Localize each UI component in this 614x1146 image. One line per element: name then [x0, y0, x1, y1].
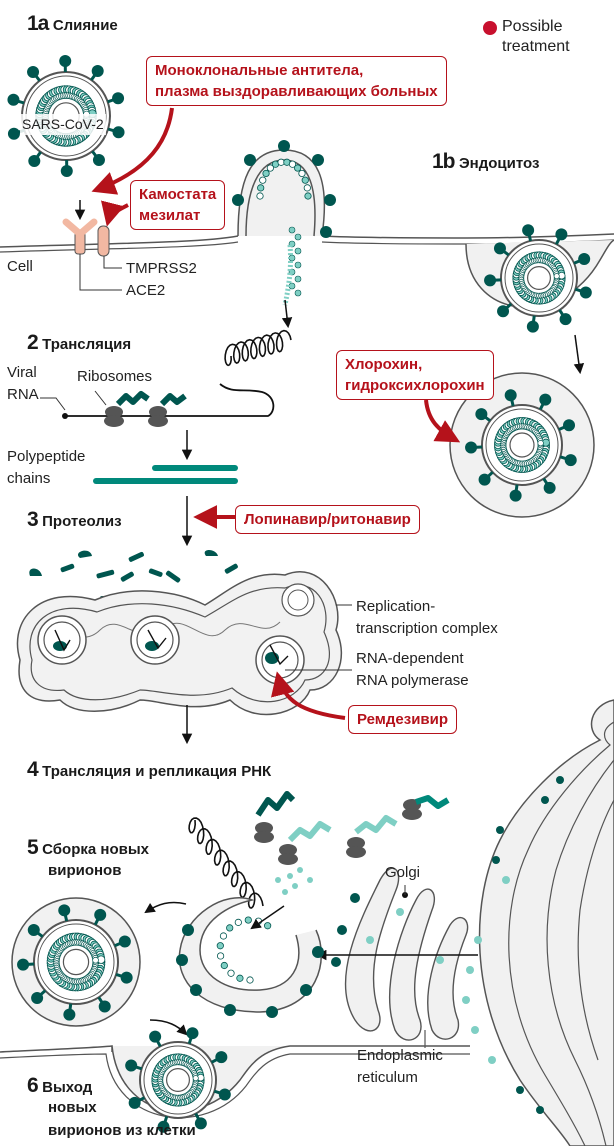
genome-rna-coil: [188, 817, 264, 909]
ace2-leader: [79, 254, 122, 291]
step-1b-heading: 1b Эндоцитоз: [432, 150, 539, 174]
step-5-heading: 5 Сборка новых: [27, 836, 149, 860]
endosome-virion: [465, 389, 577, 502]
nascent-peptide: [159, 393, 187, 407]
arrow-endo: [573, 334, 585, 375]
step-1b-number: 1b: [432, 150, 455, 173]
rtc-label-1: Replication-: [356, 598, 436, 615]
golgi-vesicles: [331, 893, 444, 967]
cell-membrane: [0, 233, 614, 248]
viral-rna-strand: [65, 383, 275, 417]
ribosomes-label: Ribosomes: [77, 368, 153, 385]
viral-rna-leader: [40, 397, 66, 411]
dmv: [130, 615, 180, 665]
step-5-title-line1: Сборка новых: [42, 841, 149, 858]
arrow-antibodies: [74, 107, 174, 227]
nascent-peptide: [115, 391, 150, 407]
step-6-heading: 6 Выход: [27, 1074, 92, 1098]
step-3-heading: 3 Протеолиз: [27, 508, 122, 532]
treatment-camostat-line1: Камостата: [139, 186, 217, 203]
tmprss2-label: TMPRSS2: [126, 260, 197, 277]
treatment-antibodies-line1: Моноклональные антитела,: [155, 62, 364, 79]
step-5-number: 5: [27, 836, 39, 859]
golgi-label: Golgi: [385, 864, 421, 881]
cell-label: Cell: [7, 258, 33, 275]
step-5-title-line2: вирионов: [48, 862, 122, 879]
step-2-number: 2: [27, 331, 39, 354]
golgi-stack: [389, 888, 435, 1041]
arrow-rna-to-assembly: [250, 905, 285, 930]
polypeptide-chains: [93, 465, 238, 484]
replication-complex-inner: [29, 584, 330, 703]
plasma-membrane-bottom: [0, 1045, 113, 1053]
polypeptide-label-1: Polypeptide: [7, 448, 86, 465]
treatment-legend-dot: [483, 21, 497, 35]
treatment-antibodies: Моноклональные антитела, плазма выздорав…: [146, 56, 447, 106]
er-label-1: Endoplasmic: [357, 1047, 443, 1064]
step-3-title: Протеолиз: [42, 513, 122, 530]
structural-proteins: [254, 791, 450, 865]
treatment-camostat-line2: мезилат: [139, 207, 201, 224]
new-virion: [17, 904, 133, 1021]
rdrp-label-2: RNA polymerase: [356, 672, 469, 689]
er-label-2: reticulum: [357, 1069, 418, 1086]
nucleocapsid-dots: [275, 867, 313, 895]
rtc-label-2: transcription complex: [356, 620, 498, 637]
step-4-title: Трансляция и репликация РНК: [42, 763, 272, 780]
step-2-title: Трансляция: [42, 336, 132, 353]
assembly-vesicle: [178, 897, 323, 1013]
step-6-title-line2: новых: [48, 1099, 97, 1116]
ace2-receptor: [62, 218, 98, 255]
step-4-number: 4: [27, 758, 39, 781]
golgi-stack: [427, 916, 469, 1040]
step-4-heading: 4 Трансляция и репликация РНК: [27, 758, 271, 782]
step-1a-heading: 1a Слияние: [27, 12, 118, 36]
ace2-label: ACE2: [126, 282, 166, 299]
nucleus-er-inner: [508, 721, 614, 1146]
treatment-legend-line1: Possible: [502, 18, 563, 35]
step-3-number: 3: [27, 508, 39, 531]
viral-rna-label-2: RNA: [7, 386, 39, 403]
ribosomes-leader: [94, 390, 107, 406]
polypeptide-label-2: chains: [7, 470, 51, 487]
arrow-fusion-rna: [281, 299, 293, 329]
endocytosed-virion: [484, 224, 592, 333]
treatment-remdesivir: Ремдезивир: [348, 705, 458, 734]
step-6-title-line1: Выход: [42, 1079, 93, 1096]
dmv: [37, 615, 87, 665]
dmv: [281, 583, 315, 617]
assembling-virion: [176, 916, 324, 1018]
treatment-legend-line2: treatment: [502, 38, 570, 55]
step-1a-title: Слияние: [52, 17, 118, 34]
step-1a-number: 1a: [27, 12, 49, 35]
treatment-lopinavir: Лопинавир/ритонавир: [235, 505, 420, 534]
er-virions: [462, 876, 510, 1064]
arrow-remdesivir: [271, 671, 346, 720]
golgi-stack: [344, 867, 400, 1032]
arrow-assembly-to-vesicle: [144, 901, 187, 914]
sars-label: SARS-CoV-2: [20, 114, 106, 135]
treatment-camostat: Камостата мезилат: [130, 180, 226, 230]
step-2-heading: 2 Трансляция: [27, 331, 131, 355]
treatment-chloroquine: Хлорохин, гидроксихлорохин: [336, 350, 494, 400]
step-6-number: 6: [27, 1074, 39, 1097]
treatment-antibodies-line2: плазма выздоравливающих больных: [155, 83, 438, 100]
treatment-chloroquine-line1: Хлорохин,: [345, 356, 423, 373]
er-spikes: [492, 776, 564, 1114]
treatment-chloroquine-line2: гидроксихлорохин: [345, 377, 485, 394]
step-6-title-line3: вирионов из клетки: [48, 1122, 196, 1139]
step-1b-title: Эндоцитоз: [458, 155, 540, 172]
rdrp-label-1: RNA-dependent: [356, 650, 464, 667]
arrow-chloroquine: [424, 399, 461, 443]
ribosome: [104, 406, 168, 427]
exiting-virion: [125, 1027, 231, 1133]
arrow-vesicle-to-exit: [149, 1019, 188, 1036]
viral-rna-coil: [224, 329, 292, 367]
viral-rna-label-1: Viral: [7, 364, 37, 381]
tmprss2-leader: [103, 256, 122, 269]
